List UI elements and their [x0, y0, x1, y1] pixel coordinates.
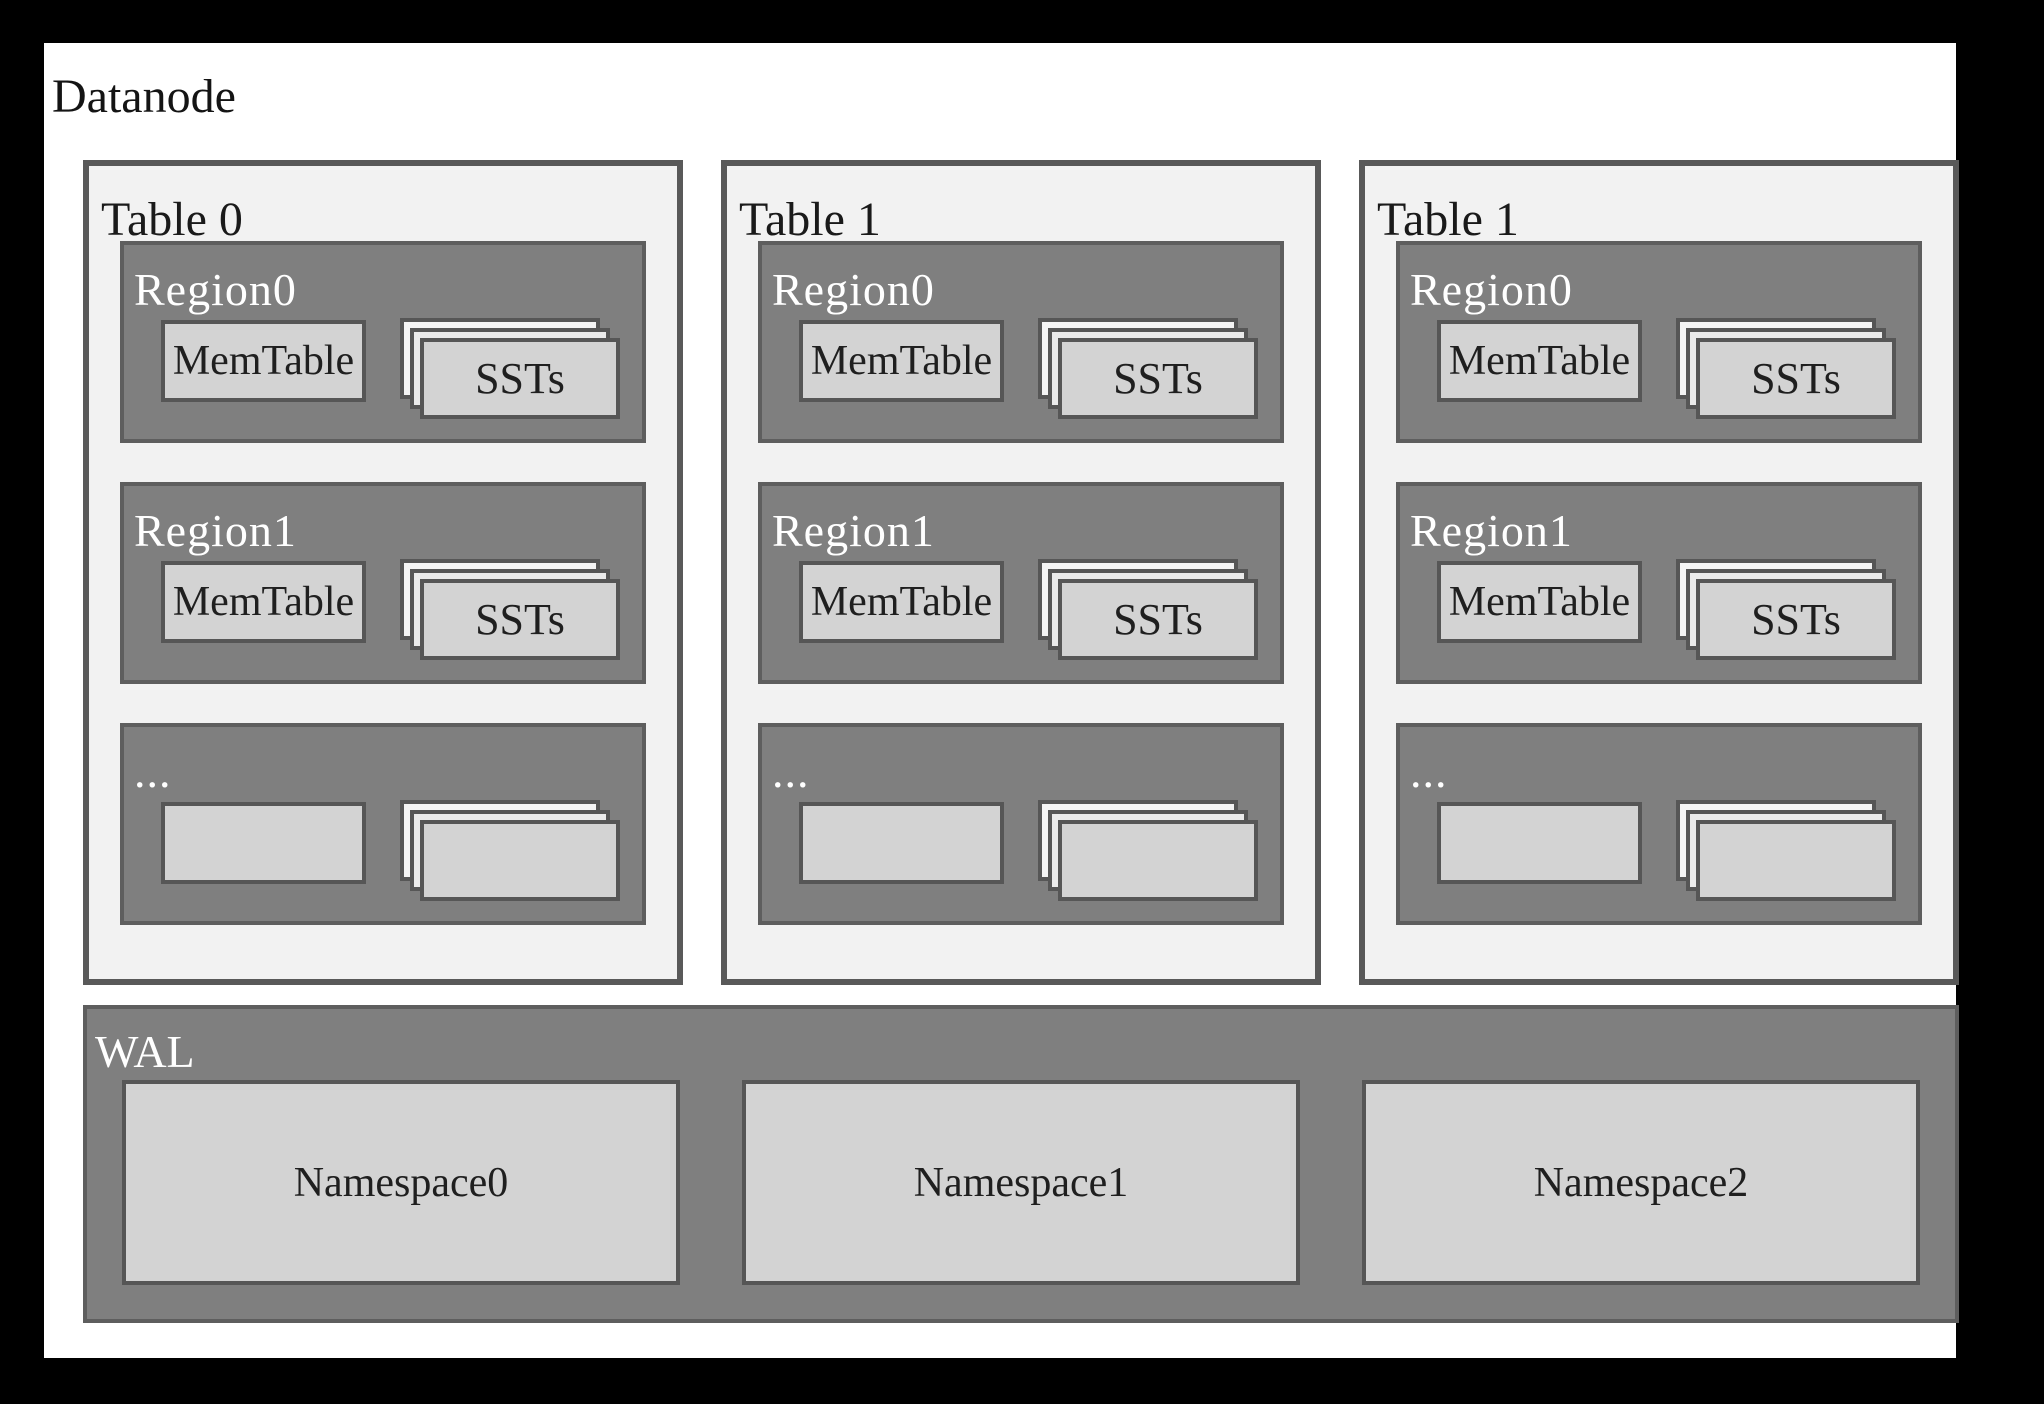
memtable-label: MemTable	[810, 579, 993, 625]
memtable-label: MemTable	[1448, 338, 1631, 384]
memtable-box: MemTable	[161, 561, 366, 643]
namespace-label: Namespace0	[293, 1159, 509, 1206]
namespaces-row: Namespace0 Namespace1 Namespace2	[122, 1080, 1920, 1285]
table-box-1: Table 1 Region0 MemTable SSTs	[721, 160, 1321, 985]
memtable-box-empty	[161, 802, 366, 884]
tables-row: Table 0 Region0 MemTable SSTs	[83, 160, 1959, 985]
region-title: Region0	[772, 264, 935, 315]
memtable-box: MemTable	[1437, 561, 1642, 643]
ssts-stack-empty	[1676, 800, 1898, 903]
regions-column: Region0 MemTable SSTs Region1	[758, 241, 1284, 925]
region-title: ...	[134, 746, 172, 797]
namespace-box-1: Namespace1	[742, 1080, 1300, 1285]
ssts-stack-empty	[400, 800, 622, 903]
ssts-stack: SSTs	[1038, 318, 1260, 421]
region-box: Region1 MemTable SSTs	[1396, 482, 1922, 684]
ssts-label: SSTs	[475, 595, 565, 644]
memtable-box: MemTable	[1437, 320, 1642, 402]
memtable-label: MemTable	[1448, 579, 1631, 625]
region-box: Region0 MemTable SSTs	[120, 241, 646, 443]
memtable-box: MemTable	[799, 320, 1004, 402]
memtable-label: MemTable	[172, 579, 355, 625]
regions-column: Region0 MemTable SSTs Region1	[120, 241, 646, 925]
ssts-stack: SSTs	[1676, 559, 1898, 662]
table-box-2: Table 1 Region0 MemTable SSTs	[1359, 160, 1959, 985]
ssts-stack-empty	[1038, 800, 1260, 903]
ssts-stack-layer-front	[1058, 820, 1258, 901]
page-title: Datanode	[52, 70, 236, 123]
ssts-stack-layer-front: SSTs	[1058, 338, 1258, 419]
region-box: Region1 MemTable SSTs	[120, 482, 646, 684]
ssts-stack-layer-front	[1696, 820, 1896, 901]
region-title: Region0	[134, 264, 297, 315]
namespace-label: Namespace2	[1533, 1159, 1749, 1206]
ssts-stack: SSTs	[400, 318, 622, 421]
ssts-stack-layer-front: SSTs	[1696, 579, 1896, 660]
region-title: Region0	[1410, 264, 1573, 315]
namespace-label: Namespace1	[913, 1159, 1129, 1206]
ssts-stack-layer-front: SSTs	[1058, 579, 1258, 660]
memtable-box: MemTable	[161, 320, 366, 402]
memtable-label: MemTable	[172, 338, 355, 384]
wal-title: WAL	[95, 1026, 195, 1077]
memtable-box: MemTable	[799, 561, 1004, 643]
wal-box: WAL Namespace0 Namespace1 Namespace2	[83, 1005, 1959, 1323]
region-title: ...	[1410, 746, 1448, 797]
region-title: Region1	[134, 505, 297, 556]
region-box-ellipsis: ...	[1396, 723, 1922, 925]
namespace-box-2: Namespace2	[1362, 1080, 1920, 1285]
region-box: Region1 MemTable SSTs	[758, 482, 1284, 684]
memtable-box-empty	[799, 802, 1004, 884]
region-box-ellipsis: ...	[758, 723, 1284, 925]
ssts-label: SSTs	[1113, 595, 1203, 644]
table-title: Table 1	[1377, 193, 1519, 246]
ssts-label: SSTs	[1751, 354, 1841, 403]
ssts-stack-layer-front	[420, 820, 620, 901]
ssts-stack-layer-front: SSTs	[1696, 338, 1896, 419]
memtable-box-empty	[1437, 802, 1642, 884]
region-title: Region1	[1410, 505, 1573, 556]
regions-column: Region0 MemTable SSTs Region1	[1396, 241, 1922, 925]
ssts-label: SSTs	[475, 354, 565, 403]
namespace-box-0: Namespace0	[122, 1080, 680, 1285]
ssts-stack: SSTs	[1038, 559, 1260, 662]
ssts-stack: SSTs	[400, 559, 622, 662]
ssts-stack-layer-front: SSTs	[420, 338, 620, 419]
ssts-label: SSTs	[1751, 595, 1841, 644]
table-title: Table 0	[101, 193, 243, 246]
ssts-label: SSTs	[1113, 354, 1203, 403]
ssts-stack-layer-front: SSTs	[420, 579, 620, 660]
region-box-ellipsis: ...	[120, 723, 646, 925]
ssts-stack: SSTs	[1676, 318, 1898, 421]
table-title: Table 1	[739, 193, 881, 246]
region-box: Region0 MemTable SSTs	[1396, 241, 1922, 443]
memtable-label: MemTable	[810, 338, 993, 384]
region-title: Region1	[772, 505, 935, 556]
region-box: Region0 MemTable SSTs	[758, 241, 1284, 443]
datanode-panel: Datanode Table 0 Region0 MemTable SSTs	[44, 43, 1959, 1358]
region-title: ...	[772, 746, 810, 797]
table-box-0: Table 0 Region0 MemTable SSTs	[83, 160, 683, 985]
